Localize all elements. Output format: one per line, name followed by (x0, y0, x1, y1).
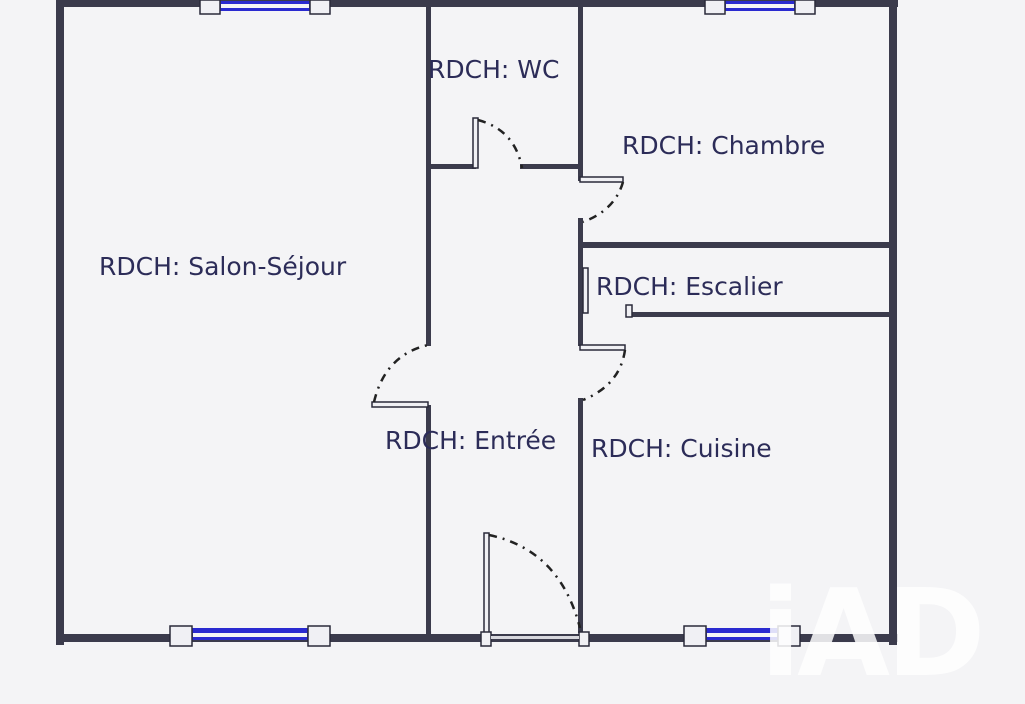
walls (56, 0, 898, 645)
floor-plan (56, 0, 898, 647)
room-label-salon: RDCH: Salon-Séjour (99, 252, 347, 281)
watermark-logo: iAD (760, 565, 986, 704)
doors (371, 117, 633, 647)
room-label-cuisine: RDCH: Cuisine (591, 434, 772, 463)
windows (169, 0, 816, 647)
room-label-wc: RDCH: WC (428, 55, 560, 84)
room-label-chambre: RDCH: Chambre (622, 131, 826, 160)
room-label-entree: RDCH: Entrée (385, 426, 557, 455)
room-label-escalier: RDCH: Escalier (596, 272, 783, 301)
